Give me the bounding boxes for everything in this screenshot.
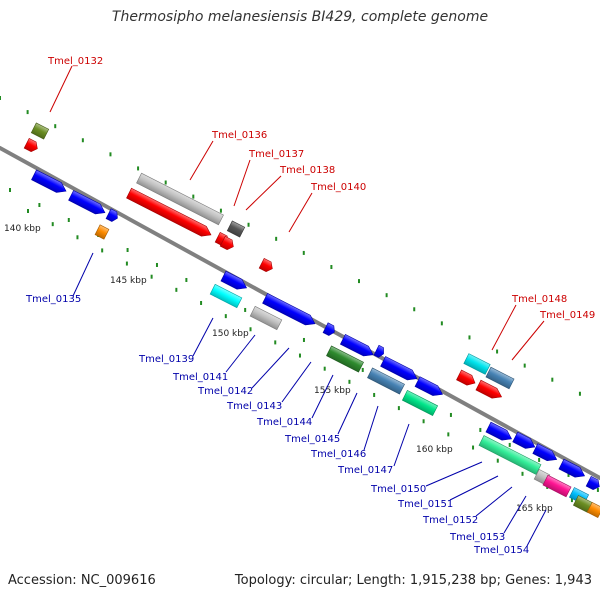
gene-tmel-0147	[401, 389, 439, 417]
callout-tmel-0145-label: Tmel_0145	[284, 434, 340, 445]
kbp-label: 145 kbp	[110, 276, 147, 286]
gene-tmel-0134	[31, 169, 67, 193]
callout-tmel-0153-label: Tmel_0153	[449, 532, 505, 543]
callout-tmel-0141-label: Tmel_0141	[172, 372, 228, 383]
callout-tmel-0139-leader	[192, 317, 214, 357]
gene-tmel-0146	[367, 367, 405, 395]
gene-tmel-0148	[463, 353, 491, 375]
gene-tmel-0137b	[219, 235, 234, 251]
callout-tmel-0139-label: Tmel_0139	[138, 354, 194, 365]
callout-tmel-0143-leader	[281, 361, 312, 403]
callout-tmel-0151-leader	[449, 475, 499, 501]
gene-tmel-0150	[478, 435, 542, 475]
kbp-label: 150 kbp	[212, 329, 249, 339]
gene-tmel-0139	[209, 283, 243, 309]
callout-tmel-0148-label: Tmel_0148	[511, 294, 567, 305]
callout-tmel-0145-leader	[337, 392, 358, 435]
callout-tmel-0152-label: Tmel_0152	[422, 515, 478, 526]
gene-tmel-0150b	[485, 421, 513, 441]
gene-tmel-0135	[94, 224, 110, 240]
gene-tmel-0143b	[373, 344, 384, 358]
callout-tmel-0143-label: Tmel_0143	[226, 401, 282, 412]
callout-tmel-0147-leader	[393, 423, 410, 467]
callout-tmel-0147-label: Tmel_0147	[337, 465, 393, 476]
kbp-label: 165 kbp	[516, 504, 553, 514]
callout-tmel-0154-label: Tmel_0154	[473, 545, 529, 556]
gene-tmel-0151b	[512, 431, 536, 449]
gene-tmel-0149	[485, 366, 515, 390]
gene-tmel-0134c	[105, 208, 118, 222]
callout-tmel-0150-label: Tmel_0150	[370, 484, 426, 495]
kbp-label: 140 kbp	[4, 224, 41, 234]
callout-tmel-0140-leader	[288, 192, 313, 233]
kbp-label: 155 kbp	[314, 386, 351, 396]
callout-tmel-0136-label: Tmel_0136	[211, 130, 267, 141]
callout-tmel-0138-label: Tmel_0138	[279, 165, 335, 176]
gene-tmel-0142b	[322, 322, 335, 336]
callout-tmel-0149-label: Tmel_0149	[539, 310, 595, 321]
gene-tmel-0133	[23, 137, 38, 153]
callout-tmel-0149-leader	[511, 320, 545, 361]
callout-tmel-0151-label: Tmel_0151	[397, 499, 453, 510]
callout-tmel-0132-leader	[49, 65, 73, 113]
callout-tmel-0137-leader	[233, 159, 251, 207]
gene-tmel-0148b	[456, 369, 476, 386]
callout-tmel-0132-label: Tmel_0132	[47, 56, 103, 67]
gene-tmel-0142	[262, 292, 316, 326]
callout-tmel-0146-leader	[363, 405, 379, 451]
callout-tmel-0144-leader	[311, 374, 334, 419]
kbp-label: 160 kbp	[416, 445, 453, 455]
gene-tmel-0132	[30, 122, 50, 140]
callout-tmel-0140-label: Tmel_0140	[310, 182, 366, 193]
gene-tmel-0145	[380, 356, 418, 381]
accession-text: Accession: NC_009616	[8, 573, 156, 588]
gene-tmel-0136b	[126, 187, 212, 237]
gene-tmel-0154b	[585, 475, 600, 491]
gene-tmel-0144	[326, 345, 364, 373]
gene-tmel-0153b	[558, 458, 586, 478]
callout-tmel-0144-label: Tmel_0144	[256, 417, 312, 428]
callout-tmel-0152-leader	[475, 486, 513, 517]
gene-tmel-0145b	[414, 376, 443, 396]
gene-tmel-0152	[542, 474, 572, 498]
callout-tmel-0153-leader	[503, 495, 527, 534]
callout-tmel-0150-leader	[425, 461, 483, 487]
callout-tmel-0142-leader	[251, 347, 290, 389]
gene-tmel-0143	[339, 333, 374, 357]
callout-tmel-0137-label: Tmel_0137	[248, 149, 304, 160]
callout-tmel-0136-leader	[189, 140, 214, 181]
callout-tmel-0142-label: Tmel_0142	[197, 386, 253, 397]
callout-tmel-0135-leader	[72, 252, 94, 297]
topology-text: Topology: circular; Length: 1,915,238 bp…	[234, 573, 592, 588]
gene-tmel-0140	[258, 257, 273, 273]
callout-tmel-0141-leader	[225, 334, 256, 373]
callout-tmel-0154-leader	[526, 509, 547, 547]
gene-tmel-0154	[586, 501, 600, 519]
gene-tmel-0136	[136, 172, 224, 226]
gene-tmel-0141	[249, 305, 283, 331]
gene-tmel-0149b	[475, 379, 503, 399]
callout-tmel-0148-leader	[491, 304, 517, 351]
gene-tmel-0139b	[220, 270, 248, 290]
callout-tmel-0135-label: Tmel_0135	[25, 294, 81, 305]
gene-tmel-0152b	[532, 443, 558, 462]
callout-tmel-0138-leader	[245, 175, 282, 211]
gene-tmel-0134b	[68, 190, 106, 215]
callout-tmel-0146-label: Tmel_0146	[310, 449, 366, 460]
gene-tmel-0138	[226, 220, 246, 238]
map-title: Thermosipho melanesiensis BI429, complet…	[111, 9, 489, 25]
